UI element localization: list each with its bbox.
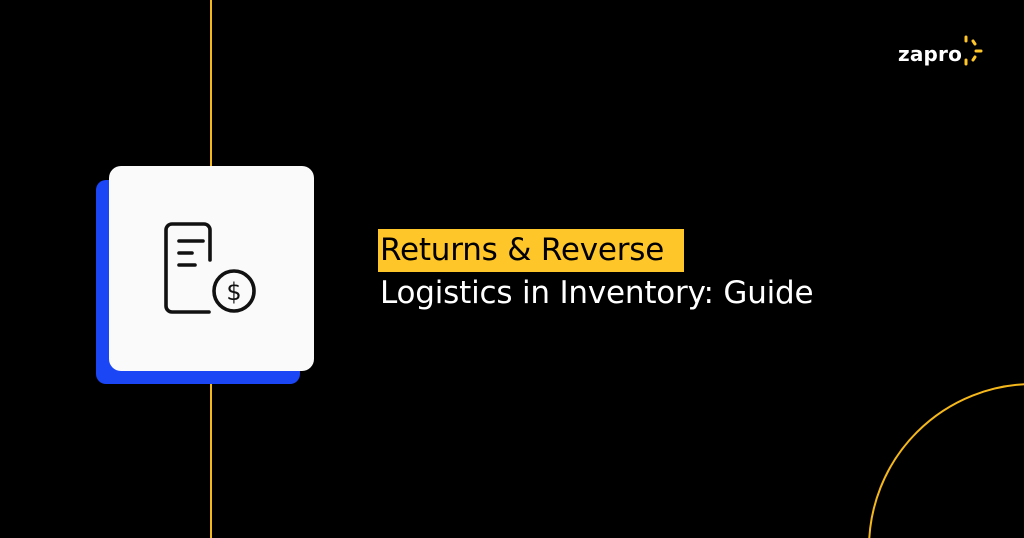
page-title: Returns & Reverse Logistics in Inventory… xyxy=(378,229,814,315)
decorative-arc xyxy=(868,383,1024,538)
logo-text: zapro xyxy=(898,42,963,66)
title-highlight-line: Returns & Reverse xyxy=(378,229,685,272)
title-second-line: Logistics in Inventory: Guide xyxy=(380,275,814,311)
icon-card: $ xyxy=(109,166,314,371)
svg-text:$: $ xyxy=(226,278,241,306)
sun-burst-icon xyxy=(964,35,983,66)
zapro-logo: zapro xyxy=(898,35,986,68)
invoice-dollar-icon: $ xyxy=(164,222,256,314)
